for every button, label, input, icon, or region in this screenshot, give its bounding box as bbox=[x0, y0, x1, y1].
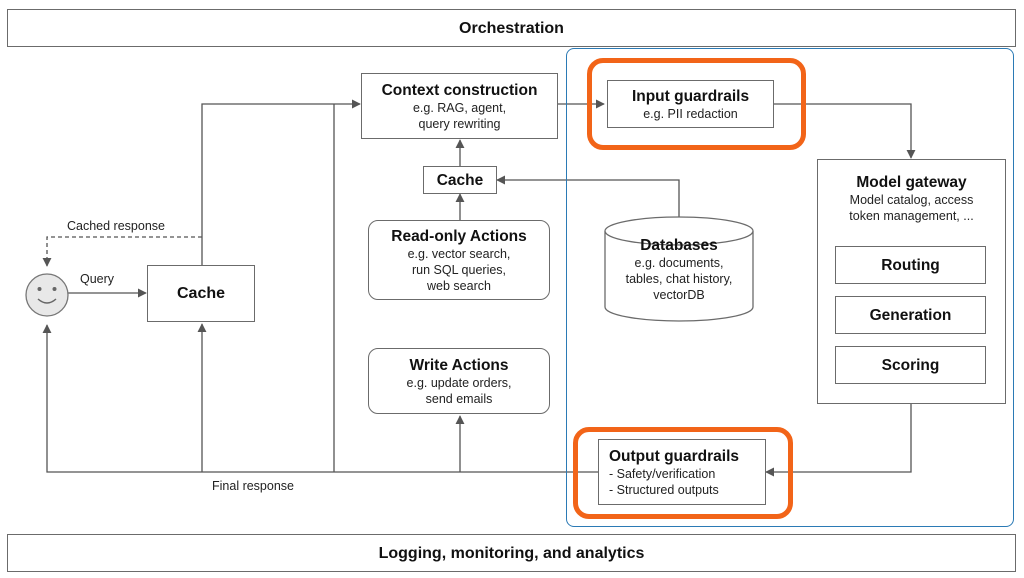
output-guardrails-box: Output guardrails - Safety/verification … bbox=[598, 439, 766, 505]
write-actions-box: Write Actions e.g. update orders, send e… bbox=[368, 348, 550, 414]
read-only-actions-box: Read-only Actions e.g. vector search, ru… bbox=[368, 220, 550, 300]
scoring-label: Scoring bbox=[881, 356, 940, 374]
output-guardrails-highlight bbox=[573, 427, 793, 519]
output-guardrails-detail: - Structured outputs bbox=[609, 482, 719, 497]
input-guardrails-detail: e.g. PII redaction bbox=[643, 106, 738, 121]
smiley-face-icon bbox=[25, 273, 69, 317]
context-construction-detail: e.g. RAG, agent, bbox=[412, 100, 507, 115]
main-cache-title: Cache bbox=[176, 285, 226, 302]
write-actions-detail: e.g. update orders, bbox=[406, 375, 512, 390]
routing-label: Routing bbox=[881, 256, 940, 274]
arrow-main-cache-to-context bbox=[201, 99, 361, 265]
context-construction-title: Context construction bbox=[381, 81, 538, 99]
line-final-response bbox=[42, 324, 598, 473]
read-only-actions-detail: web search bbox=[427, 278, 491, 293]
output-guardrails-detail: - Safety/verification bbox=[609, 466, 716, 481]
gateway-panel bbox=[566, 48, 1014, 527]
routing-box: Routing bbox=[835, 246, 986, 284]
input-guardrails-box: Input guardrails e.g. PII redaction bbox=[607, 80, 774, 128]
context-cache-box: Cache bbox=[423, 166, 497, 194]
model-gateway-detail: token management, ... bbox=[849, 209, 974, 223]
database-cylinder bbox=[604, 216, 754, 322]
cached-response-label: Cached response bbox=[67, 219, 165, 233]
read-only-actions-title: Read-only Actions bbox=[391, 227, 527, 245]
final-response-label: Final response bbox=[212, 479, 294, 493]
model-gateway-detail: Model catalog, access bbox=[849, 193, 974, 207]
read-only-actions-detail: run SQL queries, bbox=[411, 262, 507, 277]
input-guardrails-title: Input guardrails bbox=[631, 87, 750, 105]
write-actions-title: Write Actions bbox=[409, 356, 509, 374]
arrow-cached-response bbox=[42, 236, 202, 267]
model-gateway-title: Model gateway bbox=[856, 174, 967, 191]
databases-label: Databases e.g. documents, tables, chat h… bbox=[604, 236, 754, 303]
generation-box: Generation bbox=[835, 296, 986, 334]
generation-label: Generation bbox=[869, 306, 952, 324]
read-only-actions-detail: e.g. vector search, bbox=[407, 246, 511, 261]
context-cache-title: Cache bbox=[436, 171, 484, 189]
logging-band: Logging, monitoring, and analytics bbox=[7, 534, 1016, 572]
arrow-databases-to-cache bbox=[496, 175, 680, 218]
arrow-gateway-to-output-guardrails bbox=[765, 404, 912, 477]
databases-detail: tables, chat history, bbox=[625, 272, 733, 286]
arrow-input-guardrails-to-gateway bbox=[774, 103, 916, 159]
context-construction-detail: query rewriting bbox=[418, 116, 501, 131]
input-guardrails-highlight bbox=[587, 58, 806, 150]
databases-title: Databases bbox=[640, 237, 718, 254]
output-guardrails-title: Output guardrails bbox=[609, 447, 740, 465]
orchestration-title: Orchestration bbox=[459, 19, 564, 37]
query-label: Query bbox=[80, 272, 115, 286]
databases-detail: e.g. documents, bbox=[634, 256, 724, 270]
context-construction-box: Context construction e.g. RAG, agent, qu… bbox=[361, 73, 558, 139]
main-cache-box: Cache bbox=[147, 265, 255, 322]
databases-detail: vectorDB bbox=[653, 288, 705, 302]
orchestration-band: Orchestration bbox=[7, 9, 1016, 47]
write-actions-detail: send emails bbox=[425, 391, 493, 406]
scoring-box: Scoring bbox=[835, 346, 986, 384]
logging-title: Logging, monitoring, and analytics bbox=[378, 544, 645, 562]
